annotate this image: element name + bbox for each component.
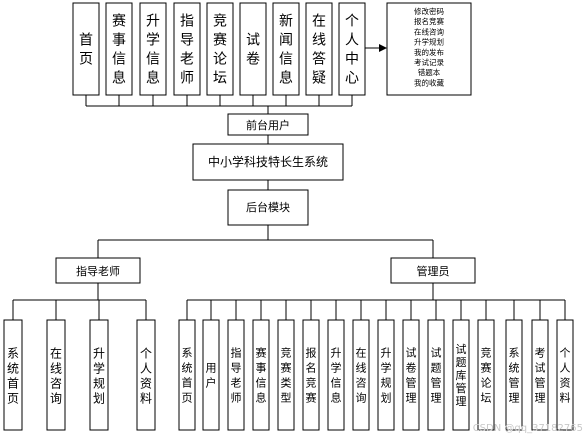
front-module-label: 首页 [79, 33, 93, 68]
front-user-label: 前台用户 [246, 118, 290, 132]
admin-module-label: 试题管理 [431, 347, 442, 405]
admin-box [390, 257, 476, 284]
personal-center-item: 我的收藏 [414, 77, 444, 87]
watermark: CSDN @qq_37182765 [473, 423, 583, 434]
front-module-label: 在线答疑 [312, 14, 326, 87]
admin-module-label: 系统管理 [509, 347, 520, 405]
teacher-module-labels: 系统首页 在线咨询 升学规划 个人资料 [7, 347, 152, 406]
backend-module-label: 后台模块 [246, 200, 290, 214]
personal-center-item: 错题本 [418, 67, 441, 77]
personal-center-item: 我的发布 [414, 47, 444, 57]
front-module-label: 赛事信息 [112, 14, 126, 87]
admin-module-label: 用户 [206, 362, 217, 390]
backend-module-box [227, 189, 309, 226]
front-module-label: 竞赛论坛 [213, 13, 227, 87]
teacher-module-label: 个人资料 [140, 347, 152, 406]
admin-module-label: 报名竞赛 [306, 346, 317, 405]
admin-module-label: 赛事信息 [256, 346, 267, 405]
front-module-label: 指导老师 [180, 14, 194, 87]
teacher-box [55, 257, 141, 284]
front-module-labels: 首页 赛事信息 升学信息 指导老师 竞赛论坛 试卷 新闻信息 在线答疑 个人中心 [79, 13, 359, 87]
front-module-label: 新闻信息 [279, 14, 293, 87]
personal-center-item: 报名竞赛 [414, 16, 444, 26]
system-title: 中小学科技特长生系统 [208, 154, 328, 169]
front-module-label: 试卷 [246, 33, 260, 68]
admin-module-label: 指导老师 [231, 346, 242, 405]
personal-center-item: 升学规划 [414, 37, 444, 47]
admin-module-label: 升学信息 [331, 347, 342, 405]
front-module-label: 个人中心 [345, 14, 359, 87]
teacher-module-label: 在线咨询 [50, 347, 62, 406]
admin-module-labels: 系统首页 用户 指导老师 赛事信息 竞赛类型 报名竞赛 升学信息 在线咨询 升学规划 试卷管理 试题… [182, 343, 571, 408]
connector-lines [12, 44, 566, 320]
admin-module-label: 系统首页 [182, 347, 193, 405]
admin-module-label: 升学规划 [381, 347, 392, 405]
teacher-module-label: 系统首页 [7, 347, 19, 406]
front-user-box [227, 113, 309, 136]
front-module-boxes [72, 2, 366, 96]
admin-module-label: 竞赛论坛 [481, 346, 492, 405]
admin-module-label: 试卷管理 [406, 347, 417, 405]
teacher-module-boxes [3, 319, 156, 431]
admin-module-label: 竞赛类型 [281, 346, 292, 405]
teacher-label: 指导老师 [76, 264, 120, 278]
personal-center-item: 在线咨询 [414, 26, 444, 36]
admin-module-boxes [178, 319, 574, 431]
front-module-label: 升学信息 [146, 14, 160, 87]
admin-module-label: 个人资料 [560, 347, 571, 405]
admin-module-label: 考试管理 [535, 347, 546, 405]
admin-module-label: 试题库管理 [456, 343, 467, 408]
admin-module-label: 在线咨询 [356, 347, 367, 405]
personal-center-item: 修改密码 [414, 6, 444, 16]
system-title-box [192, 143, 344, 181]
personal-center-item: 考试记录 [414, 57, 444, 67]
teacher-module-label: 升学规划 [93, 347, 105, 406]
personal-center-list-box [386, 2, 472, 96]
admin-label: 管理员 [417, 264, 450, 278]
